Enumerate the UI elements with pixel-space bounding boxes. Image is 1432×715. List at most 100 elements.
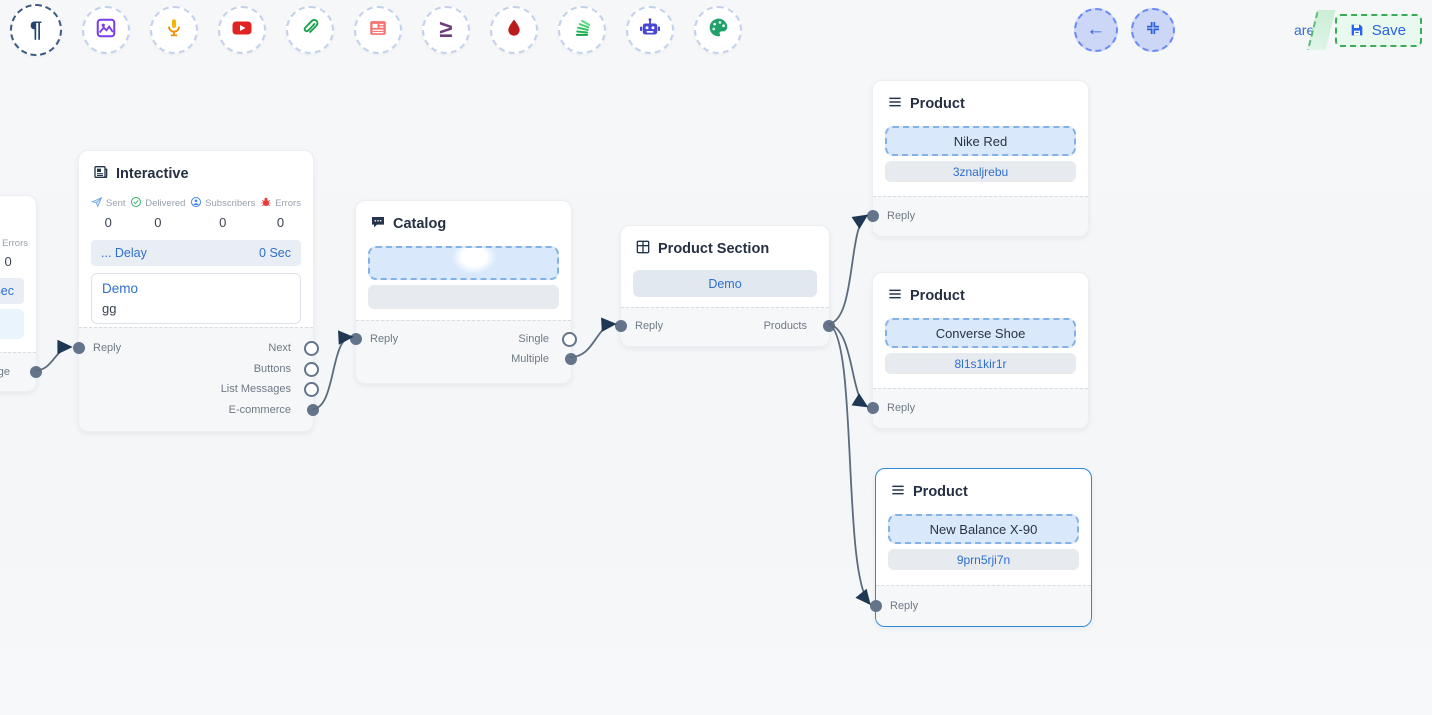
edge-message-to-interactive [34, 339, 73, 371]
product-id-box[interactable]: 9prn5rji7n [888, 549, 1079, 570]
topbar-actions: ← are Save [1073, 0, 1432, 60]
subscriber-icon [190, 196, 202, 211]
tool-theme-node[interactable] [694, 6, 742, 54]
catalog-drop-area[interactable] [368, 246, 559, 280]
reply-label: Reply [887, 210, 916, 222]
product-id-box[interactable]: 8l1s1kir1r [885, 353, 1076, 374]
product-node-title: Product [910, 288, 965, 304]
reply-label: Reply [890, 600, 919, 612]
tool-condition-node[interactable]: ≥ [422, 6, 470, 54]
product-node-title: Product [913, 484, 968, 500]
edge-products-to-product1 [827, 214, 869, 325]
catalog-node-title: Catalog [393, 216, 447, 232]
output-ecommerce-label: E-commerce [228, 404, 291, 416]
save-button-label: Save [1371, 21, 1406, 39]
catalog-reply-handle[interactable] [350, 333, 362, 345]
image-icon [95, 17, 117, 44]
output-buttons-label: Buttons [253, 363, 291, 375]
message-node-footer: Message [0, 352, 42, 391]
menu-icon [887, 94, 903, 114]
product-node-header: Product [876, 469, 1091, 508]
reply-label: Reply [887, 402, 916, 414]
stat-subscribers: Subscribers 0 [190, 196, 255, 230]
product-node-title: Product [910, 96, 965, 112]
tool-attachment-node[interactable] [286, 6, 334, 54]
product-2-reply-handle[interactable] [867, 402, 879, 414]
catalog-multiple-handle[interactable] [565, 353, 577, 365]
tool-news-node[interactable] [354, 6, 402, 54]
message-node-delay-row[interactable]: 0 Sec [0, 278, 24, 304]
product-name-box[interactable]: Converse Shoe [885, 318, 1076, 348]
interactive-node[interactable]: Interactive Sent 0 Delivered 0 Subscribe… [73, 150, 319, 432]
interactive-node-header: Interactive [79, 151, 313, 190]
catalog-placeholder-box[interactable] [368, 285, 559, 309]
product-section-body[interactable]: Demo [633, 270, 817, 297]
gte-icon: ≥ [439, 16, 453, 43]
interactive-buttons-handle[interactable] [304, 362, 319, 377]
catalog-single-handle[interactable] [562, 332, 577, 347]
menu-icon [887, 286, 903, 306]
robot-icon [638, 16, 662, 45]
interactive-list-messages-handle[interactable] [304, 382, 319, 397]
grid-icon [635, 239, 651, 259]
product-3-reply-handle[interactable] [870, 600, 882, 612]
product-node-2[interactable]: Product Converse Shoe 8l1s1kir1r Reply [867, 272, 1089, 429]
product-node-footer: Reply [867, 388, 1088, 428]
drop-icon [503, 17, 525, 44]
node-palette: ¶ ≥ [0, 0, 742, 60]
interactive-body[interactable]: Demo gg [91, 273, 301, 324]
product-id-box[interactable]: 3znaljrebu [885, 161, 1076, 182]
tool-audio-node[interactable] [150, 6, 198, 54]
product-section-products-handle[interactable] [823, 320, 835, 332]
save-button[interactable]: Save [1334, 13, 1422, 47]
message-node-body-box[interactable] [0, 309, 24, 339]
tool-drip-node[interactable] [490, 6, 538, 54]
bug-icon [260, 196, 272, 211]
palette-icon [707, 16, 730, 44]
message-source-handle[interactable] [30, 366, 42, 378]
tool-video-node[interactable] [218, 6, 266, 54]
product-section-reply-handle[interactable] [615, 320, 627, 332]
interactive-ecommerce-handle[interactable] [307, 404, 319, 416]
interactive-next-handle[interactable] [304, 341, 319, 356]
send-icon [90, 196, 103, 211]
tool-text-node[interactable]: ¶ [10, 4, 62, 56]
product-node-1[interactable]: Product Nike Red 3znaljrebu Reply [867, 80, 1089, 237]
interactive-delay-row[interactable]: ... Delay 0 Sec [91, 240, 301, 266]
microphone-icon [163, 17, 185, 44]
check-circle-icon [130, 196, 142, 211]
product-name-box[interactable]: Nike Red [885, 126, 1076, 156]
stat-errors: Errors 0 [260, 196, 301, 230]
stat-sent: Sent 0 [90, 196, 126, 230]
compress-icon [1145, 20, 1161, 41]
interactive-body-title: Demo [102, 281, 139, 296]
pilcrow-icon: ¶ [29, 17, 43, 42]
tool-image-node[interactable] [82, 6, 130, 54]
reply-label: Reply [370, 333, 399, 345]
product-section-title: Product Section [658, 241, 770, 257]
tool-sequence-node[interactable] [558, 6, 606, 54]
delay-value: 0 Sec [259, 246, 291, 260]
product-1-reply-handle[interactable] [867, 210, 879, 222]
newspaper-icon [367, 17, 389, 44]
catalog-node-header: Catalog [356, 201, 571, 240]
fit-view-button[interactable] [1130, 8, 1175, 52]
interactive-node-footer: Reply Next Buttons List Messages E-comme… [73, 327, 319, 431]
product-node-3[interactable]: Product New Balance X-90 9prn5rji7n Repl… [870, 468, 1092, 627]
back-button[interactable]: ← [1073, 8, 1118, 52]
message-node-partial[interactable]: Errors 0 0 Sec Message [0, 195, 42, 392]
product-name-box[interactable]: New Balance X-90 [888, 514, 1079, 544]
product-section-node[interactable]: Product Section Demo Reply Products [615, 225, 835, 347]
reply-label: Reply [93, 342, 122, 354]
output-multiple-label: Multiple [511, 353, 549, 365]
interactive-icon [93, 164, 109, 184]
catalog-node[interactable]: Catalog Reply Single Multiple [350, 200, 577, 384]
share-button-partial[interactable]: are [1294, 10, 1340, 50]
youtube-icon [230, 16, 254, 45]
menu-icon [890, 482, 906, 502]
product-node-header: Product [873, 81, 1088, 120]
interactive-reply-handle[interactable] [73, 342, 85, 354]
tool-bot-node[interactable] [626, 6, 674, 54]
output-list-messages-label: List Messages [220, 383, 291, 395]
